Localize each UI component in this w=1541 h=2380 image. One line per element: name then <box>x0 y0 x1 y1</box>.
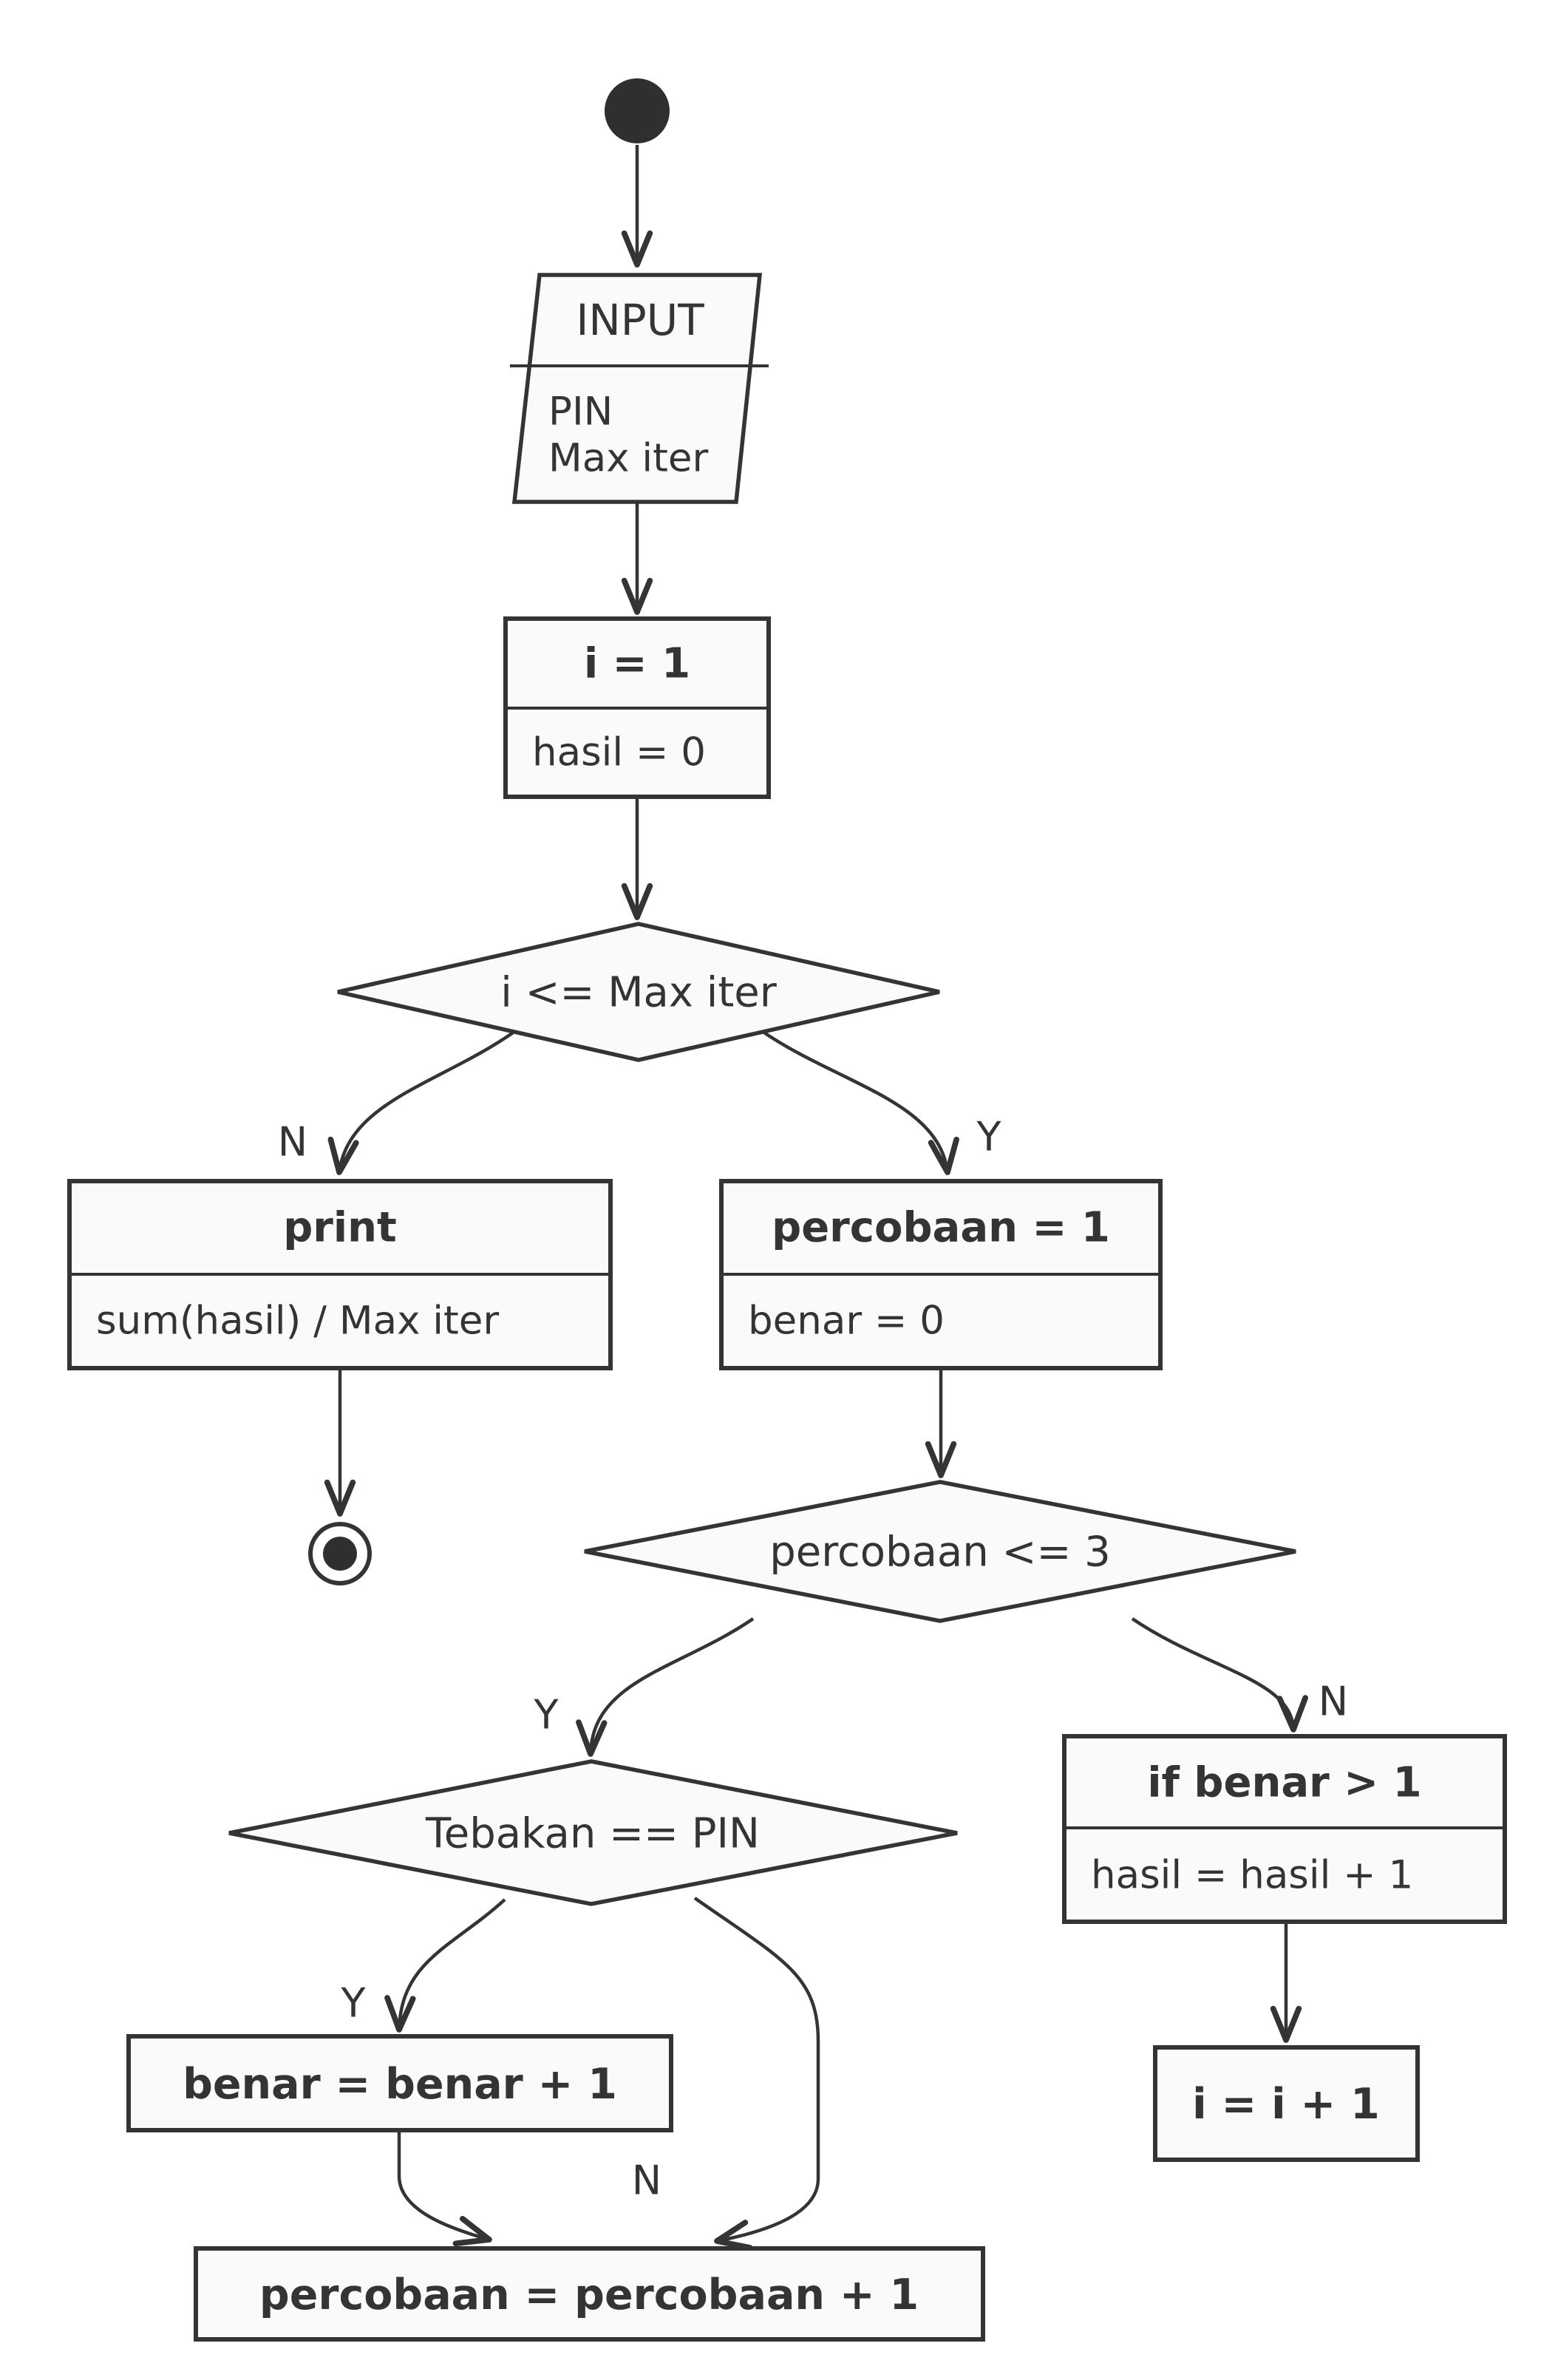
input-line-pin: PIN <box>548 390 613 435</box>
final-state-icon <box>323 1537 357 1571</box>
attempt-check-diamond <box>584 1480 1296 1623</box>
loop-check-node: i <= Max iter <box>337 922 940 1062</box>
attempt-init-body: benar = 0 <box>748 1299 945 1344</box>
benar-check-title: if benar > 1 <box>1147 1759 1421 1807</box>
input-title: INPUT <box>576 295 704 345</box>
edge-guess-no-to-attempt-inc <box>693 1897 820 2251</box>
attempt-init-title: percobaan = 1 <box>772 1204 1110 1252</box>
attempt-check-node: percobaan <= 3 <box>584 1480 1296 1623</box>
guess-check-node: Tebakan == PIN <box>228 1759 958 1906</box>
loop-check-diamond <box>337 922 940 1062</box>
initial-state-icon <box>605 78 670 143</box>
edge-label-loop-no: N <box>278 1119 307 1166</box>
attempt-inc-label: percobaan = percobaan + 1 <box>259 2271 919 2319</box>
attempt-init-node: percobaan = 1 benar = 0 <box>719 1179 1163 1370</box>
benar-check-node: if benar > 1 hasil = hasil + 1 <box>1062 1734 1507 1924</box>
edge-benar-inc-to-attempt-inc <box>397 2132 492 2247</box>
edges <box>324 145 1308 2251</box>
guess-check-condition: Tebakan == PIN <box>425 1810 760 1858</box>
guess-check-diamond <box>228 1759 958 1906</box>
init-node: i = 1 hasil = 0 <box>503 616 771 799</box>
benar-inc-box <box>126 2034 673 2132</box>
input-parallelogram <box>511 273 763 504</box>
attempt-inc-node: percobaan = percobaan + 1 <box>194 2246 985 2342</box>
input-node: INPUT PIN Max iter <box>510 273 769 504</box>
input-line-maxiter: Max iter <box>548 436 709 481</box>
attempt-check-condition: percobaan <= 3 <box>769 1529 1111 1577</box>
attempt-inc-box <box>194 2246 985 2342</box>
edge-label-guess-no: N <box>632 2158 661 2204</box>
benar-inc-node: benar = benar + 1 <box>126 2034 673 2132</box>
edge-label-guess-yes: Y <box>341 1980 367 2027</box>
edge-guess-yes-to-benar-inc <box>384 1898 506 2033</box>
i-inc-label: i = i + 1 <box>1192 2080 1380 2129</box>
final-node <box>308 1522 372 1585</box>
print-title: print <box>283 1204 397 1252</box>
i-inc-box <box>1153 2045 1420 2162</box>
loop-check-condition: i <= Max iter <box>500 969 778 1017</box>
i-inc-node: i = i + 1 <box>1153 2045 1420 2162</box>
start-node <box>605 78 670 143</box>
print-body: sum(hasil) / Max iter <box>96 1299 499 1344</box>
edge-labels: N Y Y N Y N <box>278 1114 1348 2204</box>
benar-inc-label: benar = benar + 1 <box>183 2060 617 2109</box>
edge-loop-no-to-print <box>327 1028 519 1175</box>
edge-attempt-yes-to-guess-check <box>576 1617 755 1757</box>
init-title: i = 1 <box>584 640 690 688</box>
init-body: hasil = 0 <box>532 730 706 775</box>
benar-check-body: hasil = hasil + 1 <box>1091 1853 1413 1898</box>
edge-label-attempt-yes: Y <box>534 1692 559 1738</box>
edge-label-attempt-no: N <box>1319 1679 1348 1725</box>
edge-label-loop-yes: Y <box>976 1114 1002 1160</box>
print-node: print sum(hasil) / Max iter <box>67 1179 613 1370</box>
edge-attempt-no-to-benar-check <box>1131 1617 1308 1733</box>
edge-loop-yes-to-attempt-init <box>758 1028 959 1175</box>
